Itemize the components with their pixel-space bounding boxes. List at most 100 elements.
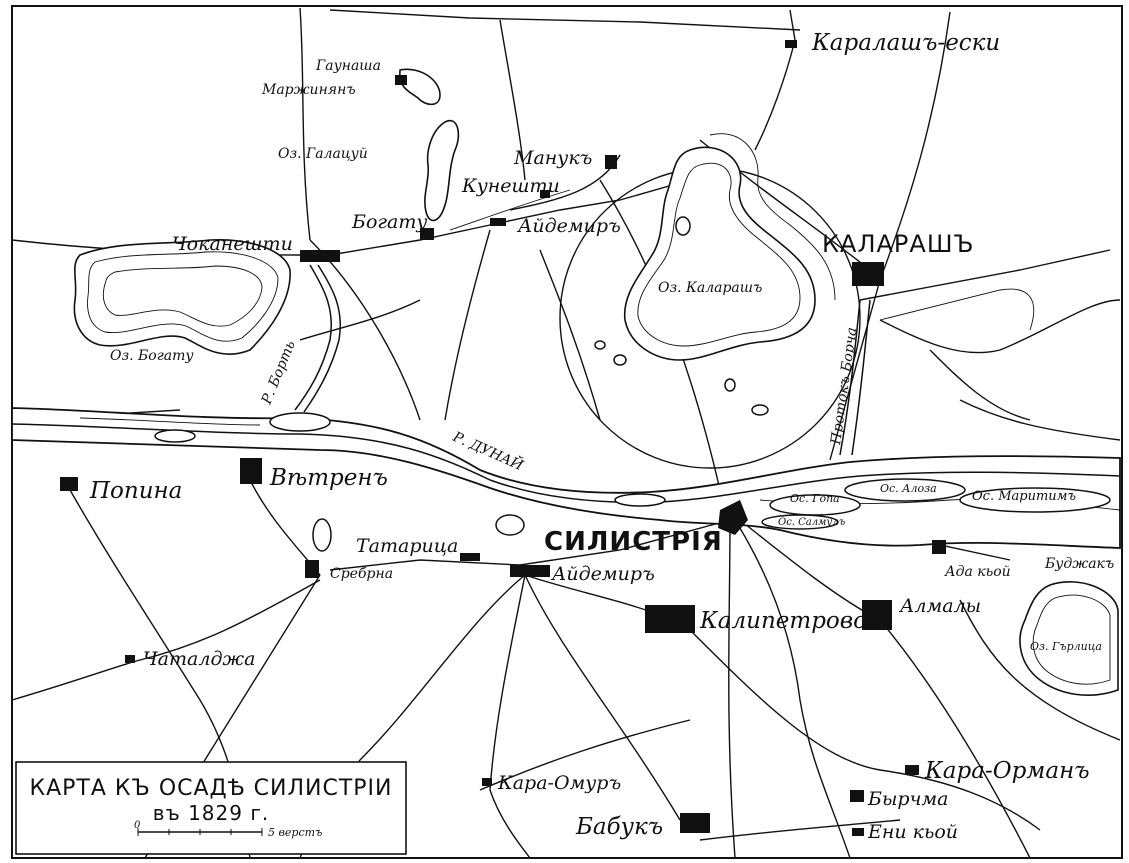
town-marker-karalash-eski	[785, 40, 797, 48]
road-segment	[329, 9, 801, 31]
road-segment	[329, 179, 691, 256]
label-byrchma: Бырчма	[867, 788, 949, 810]
label-manuk: Манукъ	[513, 147, 592, 169]
stream	[879, 288, 1035, 331]
label-bogatu: Богату	[351, 211, 427, 233]
road-segment	[959, 599, 1121, 741]
lakes	[73, 68, 1119, 696]
town-marker-kalipetrovo	[645, 605, 695, 633]
town-marker-srebrna	[305, 560, 319, 578]
road-segment	[699, 819, 901, 841]
town-marker-almaly	[862, 600, 892, 630]
label-tataritsa: Татарица	[356, 535, 458, 557]
road-segment	[879, 299, 1121, 354]
label-kalipetrovo: Калипетрово	[699, 608, 867, 634]
label-vetren: Вѣтренъ	[269, 465, 388, 491]
label-chatalzha: Чаталджа	[143, 648, 255, 670]
town-marker-eni-koy	[852, 828, 864, 836]
label-srebrna: Сребрна	[330, 566, 393, 582]
town-marker-bogatu	[420, 228, 434, 240]
label-gaunasha: Гаунаша	[315, 58, 381, 74]
fortress-silistria	[718, 500, 748, 535]
lake-bogatu-contour	[87, 251, 279, 342]
marsh-spot	[675, 216, 691, 236]
island	[154, 429, 196, 443]
town-marker-chatalzha	[125, 655, 135, 663]
road-segment	[11, 579, 321, 701]
road-segment	[489, 574, 531, 859]
label-oz-galatsuy: Оз. Галацуй	[278, 146, 368, 162]
island-maritim	[959, 487, 1111, 513]
label-kara-omur: Кара-Омуръ	[497, 772, 621, 794]
road-segment	[689, 629, 1041, 831]
road-segment	[879, 11, 951, 281]
road-segment	[754, 9, 796, 151]
map-title-box: КАРТА КЪ ОСАДѢ СИЛИСТРІИ въ 1829 г. 0 5 …	[15, 761, 407, 855]
danube-channel	[11, 423, 1121, 504]
label-r-bort: Р. Борть	[258, 338, 298, 407]
label-marzhinyan: Маржинянъ	[261, 82, 356, 98]
stream	[449, 189, 571, 231]
river-bort-2	[303, 264, 342, 413]
road-segment	[829, 279, 881, 461]
scale-bar: 0 5 верстъ	[134, 820, 322, 839]
island-aloza	[844, 478, 966, 502]
town-marker-vetren	[240, 458, 262, 484]
marsh-spots	[312, 216, 769, 552]
danube-river	[11, 407, 1121, 549]
river-bort	[294, 264, 333, 411]
label-ostr-gopa: Ос. Гопа	[790, 492, 840, 505]
road-segment	[299, 7, 311, 241]
lake-garlitsa-contour	[1032, 594, 1111, 685]
island-salmu	[761, 514, 839, 530]
road-segment	[309, 239, 421, 421]
protok-borcha-2	[851, 299, 871, 456]
label-ostr-maritim: Ос. Маритимъ	[972, 489, 1076, 504]
map-title-line2: въ 1829 г.	[153, 801, 269, 825]
town-marker-kuneshti	[540, 190, 550, 198]
road-segment	[299, 299, 421, 341]
town-marker-chokaneshti	[300, 250, 340, 262]
town-marker-kara-orman	[905, 765, 919, 775]
label-ostr-aloza: Ос. Алоза	[880, 482, 937, 495]
label-oz-kalarash: Оз. Каларашъ	[658, 280, 762, 296]
road-segment	[879, 619, 1031, 859]
protok-borcha	[839, 299, 861, 456]
road-segment	[929, 349, 1031, 421]
island	[269, 412, 331, 432]
island	[614, 493, 666, 507]
label-aydemir-s: Айдемиръ	[550, 563, 655, 585]
road-segment	[728, 519, 736, 859]
road-segment	[959, 399, 1121, 441]
town-marker-babuk	[680, 813, 710, 833]
road-segment	[539, 249, 601, 421]
tributaries	[294, 189, 1035, 456]
road-segment	[499, 19, 526, 181]
label-kara-orman: Кара-Орманъ	[924, 758, 1090, 784]
lake-bogatu	[73, 239, 291, 355]
lake-kalarash-contour	[637, 162, 801, 347]
map-title-line1: КАРТА КЪ ОСАДѢ СИЛИСТРІИ	[29, 776, 392, 801]
label-eni-koy: Ени кьой	[867, 821, 958, 843]
lake-marzhinyan	[399, 68, 441, 106]
label-karalash-eski: Каралашъ-ески	[811, 30, 1000, 56]
marsh-spot	[594, 340, 606, 350]
town-marker-popina	[60, 477, 78, 491]
marsh-spot	[312, 518, 332, 552]
label-ostr-salmu: Ос. Салмулъ	[778, 517, 846, 528]
town-marker-ada-koy	[932, 540, 946, 554]
label-oz-bogatu: Оз. Богату	[110, 348, 194, 364]
marsh-spot	[724, 378, 736, 392]
label-silistria: СИЛИСТРІЯ	[544, 527, 723, 557]
lake-galatsuy	[424, 119, 460, 222]
label-budzhak: Буджакъ	[1044, 556, 1114, 572]
road-segment	[479, 719, 691, 791]
lake-kalarash-contour	[709, 133, 836, 301]
marsh-spot	[613, 354, 627, 366]
town-marker-manuk	[605, 155, 617, 169]
label-babuk: Бабукъ	[575, 814, 663, 840]
town-marker-kalarash	[852, 262, 884, 286]
marsh-spot	[751, 404, 769, 416]
road-segment	[444, 229, 491, 421]
